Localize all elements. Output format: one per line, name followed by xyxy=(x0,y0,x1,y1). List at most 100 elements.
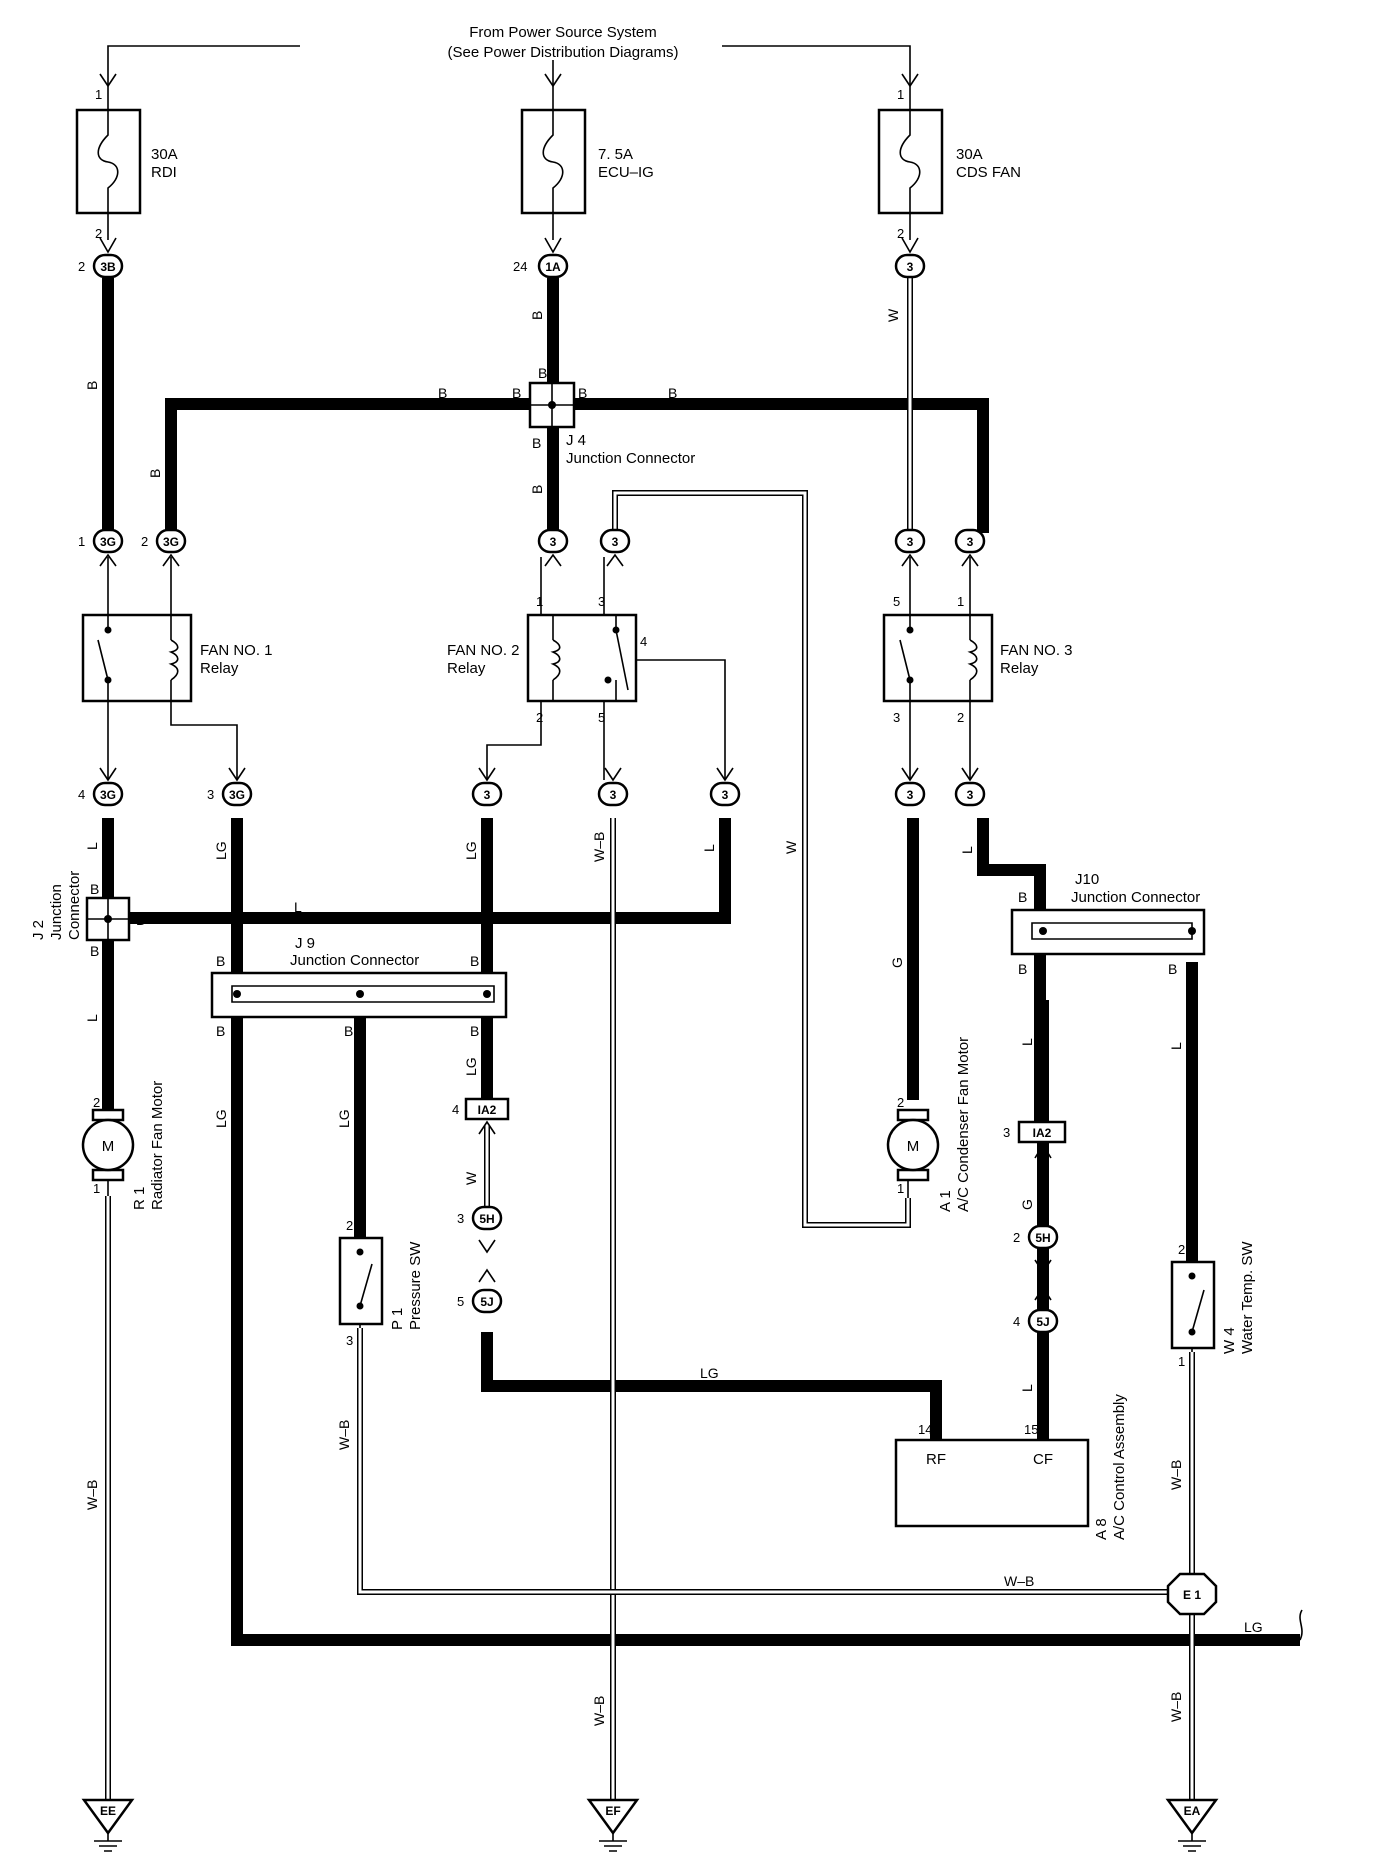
svg-text:15: 15 xyxy=(1024,1422,1038,1437)
junction-j2: B B B J 2 Junction Connector xyxy=(30,871,145,959)
svg-text:L: L xyxy=(84,842,100,850)
svg-text:EE: EE xyxy=(100,1804,116,1818)
coil-icon xyxy=(967,639,978,681)
connector-5j-right: 5J4 xyxy=(1013,1308,1059,1334)
svg-text:2: 2 xyxy=(957,710,964,725)
feed-wire-left xyxy=(107,45,300,85)
wires-thin xyxy=(107,557,1303,1641)
switch-icon xyxy=(899,639,911,681)
svg-text:3: 3 xyxy=(598,594,605,609)
svg-text:Connector: Connector xyxy=(66,871,83,940)
coil-icon xyxy=(550,639,561,681)
relay-fan1: FAN NO. 1 Relay xyxy=(81,613,273,703)
svg-text:4: 4 xyxy=(640,634,647,649)
fuse-element-icon xyxy=(97,110,119,213)
svg-text:W–B: W–B xyxy=(336,1420,352,1450)
svg-text:B: B xyxy=(90,881,99,897)
svg-text:3: 3 xyxy=(207,787,214,802)
svg-text:5H: 5H xyxy=(479,1212,494,1226)
relay-fan1-name: FAN NO. 1 xyxy=(200,642,273,659)
svg-text:B: B xyxy=(136,912,145,928)
svg-text:B: B xyxy=(470,1023,479,1039)
power-source-header: From Power Source System (See Power Dist… xyxy=(99,24,919,88)
arrow-up-icon xyxy=(901,553,919,567)
switch-icon xyxy=(97,639,109,681)
svg-text:B: B xyxy=(438,385,447,401)
connector-3-top: 3 xyxy=(894,253,926,279)
svg-text:M: M xyxy=(102,1138,115,1155)
pressure-switch-id: P 1 xyxy=(389,1308,406,1330)
svg-text:B: B xyxy=(529,311,545,320)
arrow-down-icon xyxy=(961,767,979,782)
junction-j9: B B B B B J 9 Junction Connector xyxy=(210,935,508,1039)
arrow-up-icon xyxy=(1034,1143,1052,1159)
fuse-rdi: 1 2 30A RDI xyxy=(75,86,178,241)
wire-l-j2 xyxy=(110,818,731,924)
arrow-up-icon xyxy=(478,1268,496,1283)
svg-text:2: 2 xyxy=(897,226,904,241)
ac-control-id: A 8 xyxy=(1093,1518,1110,1540)
svg-text:B: B xyxy=(578,385,587,401)
arrow-down-icon xyxy=(1034,1259,1052,1274)
connector-3-fan3-2: 3 xyxy=(954,781,986,807)
svg-text:IA2: IA2 xyxy=(1033,1126,1052,1140)
condenser-fan-motor: M 2 1 A 1 A/C Condenser Fan Motor xyxy=(886,1037,972,1212)
svg-text:B: B xyxy=(90,943,99,959)
connector-3-fan2-5: 3 xyxy=(597,781,629,807)
svg-text:1: 1 xyxy=(897,1181,904,1196)
svg-text:1: 1 xyxy=(957,594,964,609)
svg-text:5: 5 xyxy=(457,1294,464,1309)
arrow-down-icon xyxy=(901,237,919,254)
fuse-cds-fan-name: CDS FAN xyxy=(956,164,1021,181)
connector-3-fan2-3: 3 xyxy=(599,528,631,554)
svg-text:B: B xyxy=(344,1023,353,1039)
svg-text:W–B: W–B xyxy=(591,1696,607,1726)
power-source-line2: (See Power Distribution Diagrams) xyxy=(448,44,679,61)
pressure-switch: 2 3 P 1 Pressure SW xyxy=(338,1218,424,1348)
svg-text:B: B xyxy=(668,385,677,401)
water-temp-switch-id: W 4 xyxy=(1221,1327,1238,1354)
arrow-up-icon xyxy=(961,553,979,567)
svg-text:W–B: W–B xyxy=(591,832,607,862)
connector-3-fan3-3: 3 xyxy=(894,781,926,807)
svg-text:B: B xyxy=(470,953,479,969)
fuse-cds-fan-amp: 30A xyxy=(956,146,983,163)
pressure-switch-name: Pressure SW xyxy=(407,1241,424,1330)
svg-text:3: 3 xyxy=(967,535,974,549)
junction-j10: B B B J10 Junction Connector xyxy=(1010,871,1206,977)
svg-text:LG: LG xyxy=(463,841,479,860)
svg-text:5J: 5J xyxy=(480,1295,493,1309)
connector-3-fan3-5: 3 xyxy=(894,528,926,554)
svg-text:W–B: W–B xyxy=(1004,1573,1034,1589)
svg-text:W–B: W–B xyxy=(1168,1692,1184,1722)
svg-text:LG: LG xyxy=(213,1109,229,1128)
svg-text:LG: LG xyxy=(213,841,229,860)
svg-text:Junction: Junction xyxy=(48,884,65,940)
svg-text:W: W xyxy=(885,308,901,322)
connector-3-fan2-4: 3 xyxy=(709,781,741,807)
condenser-fan-motor-id: A 1 xyxy=(937,1190,954,1212)
svg-text:B: B xyxy=(532,435,541,451)
feed-wire-right xyxy=(722,45,911,85)
svg-text:L: L xyxy=(84,1014,100,1022)
arrow-up-icon xyxy=(606,553,624,567)
svg-text:3: 3 xyxy=(484,788,491,802)
svg-text:LG: LG xyxy=(463,1057,479,1076)
junction-j10-id: J10 xyxy=(1075,871,1099,888)
svg-text:CF: CF xyxy=(1033,1451,1053,1468)
connector-3-fan3-1: 3 xyxy=(954,528,986,554)
fuse-ecu-ig-name: ECU–IG xyxy=(598,164,654,181)
svg-text:1: 1 xyxy=(93,1181,100,1196)
junction-j4: B B B B J 4 Junction Connector xyxy=(512,365,695,467)
svg-text:2: 2 xyxy=(897,1095,904,1110)
ground-icon xyxy=(94,1833,122,1852)
svg-text:B: B xyxy=(1168,961,1177,977)
connector-3b: 3B 2 xyxy=(78,253,124,279)
svg-text:2: 2 xyxy=(78,259,85,274)
svg-text:3: 3 xyxy=(550,535,557,549)
ground-ea: EA xyxy=(1165,1798,1219,1852)
switch-icon xyxy=(359,1263,373,1307)
svg-text:1: 1 xyxy=(536,594,543,609)
svg-text:L: L xyxy=(1168,1042,1184,1050)
